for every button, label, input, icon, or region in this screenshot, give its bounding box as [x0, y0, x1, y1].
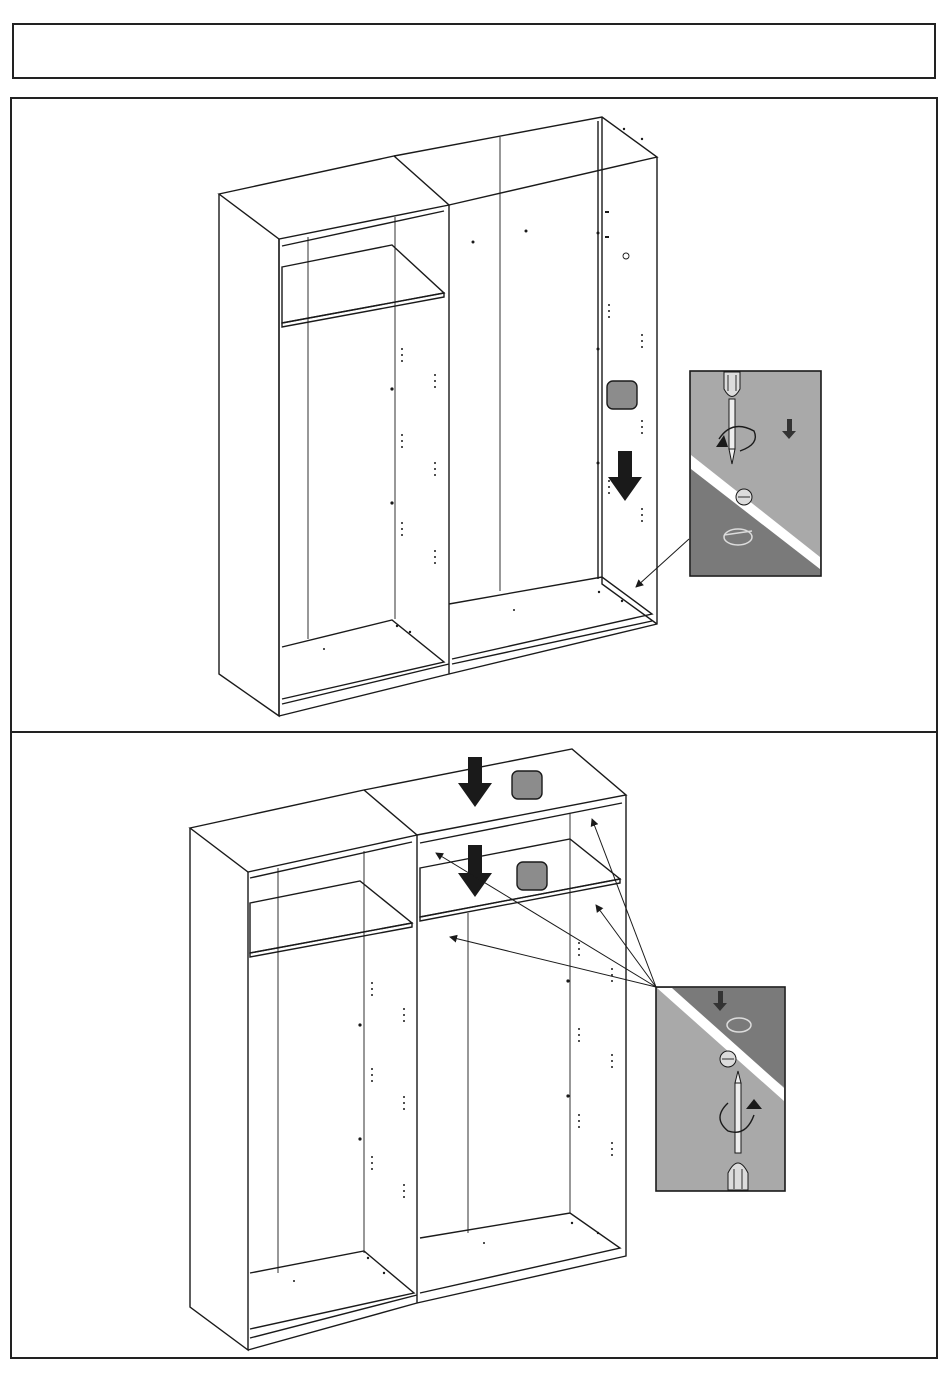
- left-cabinet: [219, 156, 449, 716]
- step-1-illustration: [12, 99, 940, 735]
- detail-inset: [690, 371, 821, 576]
- down-arrow-icon: [458, 845, 492, 897]
- right-cabinet: [364, 749, 626, 1303]
- pointer-arrow-icon: [636, 539, 689, 587]
- part-badge: [607, 381, 637, 409]
- step-1-panel: [10, 97, 938, 733]
- part-badge: [517, 862, 547, 890]
- detail-inset: [656, 987, 785, 1191]
- step-2-illustration: [12, 733, 940, 1361]
- step-2-panel: [10, 731, 938, 1359]
- header-box: [12, 23, 936, 79]
- down-arrow-icon: [608, 451, 642, 501]
- down-arrow-icon: [458, 757, 492, 807]
- part-badge: [512, 771, 542, 799]
- left-cabinet: [190, 790, 417, 1350]
